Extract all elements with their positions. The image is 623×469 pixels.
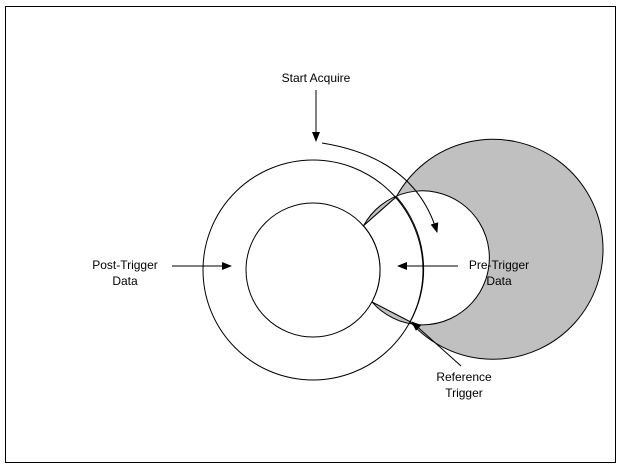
start-acquire-label: Start Acquire [281, 71, 351, 85]
reference-trigger-arrow [411, 321, 462, 367]
buffer-outer-circle [202, 159, 424, 381]
post-trigger-label: Post-Trigger Data [92, 258, 158, 288]
acquire-direction-arrow [321, 142, 439, 233]
post-trigger-segment [363, 138, 604, 360]
reference-trigger-label: Reference Trigger [436, 370, 492, 400]
buffer-inner-circle [245, 202, 381, 338]
pre-trigger-label: Pre-Trigger Data [468, 258, 530, 288]
